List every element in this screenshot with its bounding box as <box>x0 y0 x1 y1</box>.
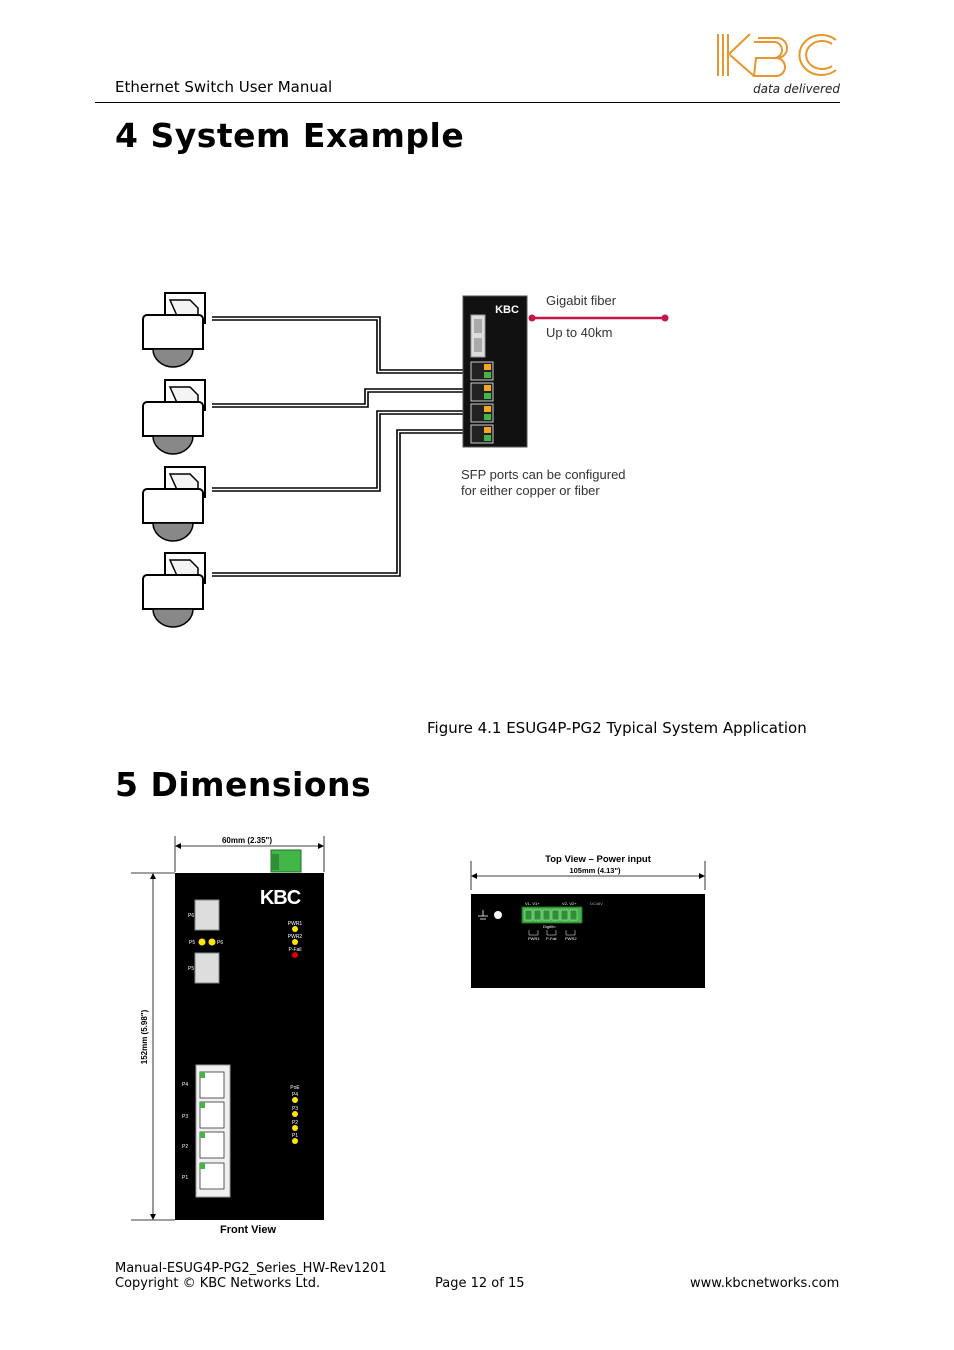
camera-3-icon <box>142 466 206 542</box>
fiber-label: Gigabit fiber <box>546 293 617 308</box>
svg-text:P1: P1 <box>292 1133 298 1139</box>
footer-copyright: Copyright © KBC Networks Ltd. <box>115 1276 321 1291</box>
svg-text:V1- V1+: V1- V1+ <box>525 901 540 906</box>
svg-text:PWR2: PWR2 <box>565 936 577 941</box>
front-width-label: 60mm (2.35") <box>222 836 272 845</box>
svg-text:P3: P3 <box>292 1106 298 1112</box>
svg-text:P2: P2 <box>292 1120 298 1126</box>
svg-text:P1: P1 <box>182 1175 188 1181</box>
svg-text:P-Fail: P-Fail <box>288 947 301 953</box>
distance-label: Up to 40km <box>546 325 612 340</box>
front-height-label: 152mm (5.98") <box>140 1009 149 1064</box>
svg-text:PWR2: PWR2 <box>288 934 303 940</box>
svg-text:PWR1: PWR1 <box>288 921 303 927</box>
header-rule <box>95 102 840 103</box>
svg-text:P-Fail: P-Fail <box>546 936 557 941</box>
svg-text:P5: P5 <box>188 966 194 972</box>
svg-text:PWR1: PWR1 <box>528 936 540 941</box>
tagline: data delivered <box>753 82 840 96</box>
top-view: Top View – Power input 105mm (4.13") V1-… <box>470 854 706 988</box>
camera-2-icon <box>142 379 206 455</box>
svg-text:P3: P3 <box>182 1114 188 1120</box>
front-view-label: Front View <box>220 1224 276 1236</box>
svg-text:PoE: PoE <box>290 1085 300 1091</box>
rj45-ports <box>470 361 494 444</box>
section-heading-dimensions: 5 Dimensions <box>115 765 372 804</box>
camera-1-icon <box>142 292 206 368</box>
svg-text:P2: P2 <box>182 1144 188 1150</box>
system-application-diagram: KBC Gigabit fiber Up to 40km SFP ports c… <box>142 292 669 628</box>
svg-text:DC48V: DC48V <box>590 901 603 906</box>
top-width-label: 105mm (4.13") <box>569 866 621 875</box>
section-heading-system-example: 4 System Example <box>115 116 465 155</box>
top-view-title: Top View – Power input <box>545 854 652 865</box>
svg-text:P6: P6 <box>188 913 194 919</box>
svg-text:P5: P5 <box>189 940 195 946</box>
footer-doc-id: Manual-ESUG4P-PG2_Series_HW-Rev1201 <box>115 1261 387 1276</box>
footer-page-number: Page 12 of 15 <box>435 1276 525 1291</box>
front-logo: KBC <box>260 887 301 909</box>
sfp-note-line1: SFP ports can be configured <box>461 467 626 482</box>
figure-caption: Figure 4.1 ESUG4P-PG2 Typical System App… <box>427 719 807 737</box>
kbc-logo <box>717 33 837 77</box>
header-title: Ethernet Switch User Manual <box>115 78 333 96</box>
sfp-note-line2: for either copper or fiber <box>461 483 600 498</box>
svg-text:P4: P4 <box>182 1082 188 1088</box>
front-view: 60mm (2.35") 152mm (5.98") KBC P6 P5 P5 … <box>131 836 325 1236</box>
svg-text:P4: P4 <box>292 1092 298 1098</box>
switch-icon: KBC <box>462 295 528 448</box>
svg-text:P6: P6 <box>217 940 223 946</box>
dimensions-drawing: 60mm (2.35") 152mm (5.98") KBC P6 P5 P5 … <box>131 836 706 1236</box>
switch-logo: KBC <box>495 304 519 316</box>
camera-4-icon <box>142 552 206 628</box>
footer-website-link[interactable]: www.kbcnetworks.com <box>690 1276 840 1291</box>
svg-text:V2- V2+: V2- V2+ <box>562 901 577 906</box>
cables <box>212 316 465 577</box>
svg-text:Digit/In: Digit/In <box>543 924 555 929</box>
